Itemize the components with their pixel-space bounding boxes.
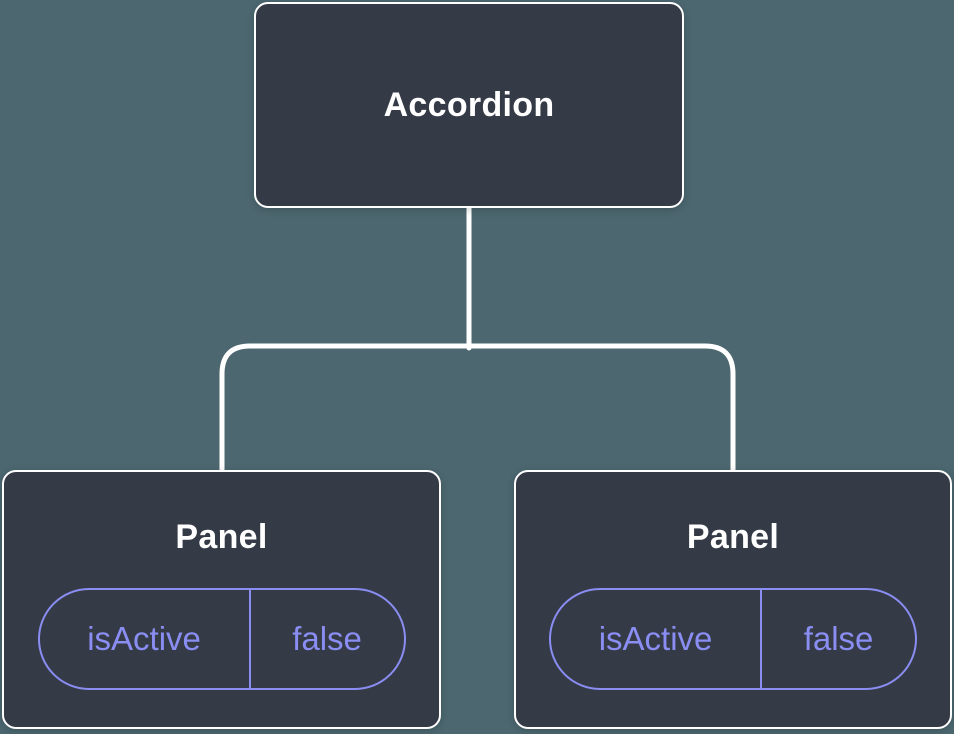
accordion-node-label: Accordion: [383, 85, 555, 124]
panel-node-right-label: Panel: [686, 518, 780, 556]
panel-node-left-label: Panel: [175, 518, 268, 556]
accordion-node: Accordion: [254, 2, 684, 208]
state-value-left: false: [292, 619, 362, 657]
state-pill-right: isActive false: [549, 587, 917, 690]
panel-node-right: Panel isActive false: [514, 470, 952, 729]
state-pill-left: isActive false: [37, 587, 406, 690]
panel-node-left: Panel isActive false: [2, 470, 441, 729]
connector-branch: [219, 343, 736, 475]
state-name-right: isActive: [551, 589, 763, 688]
state-value-right: false: [803, 619, 874, 657]
state-name-left: isActive: [40, 589, 251, 688]
